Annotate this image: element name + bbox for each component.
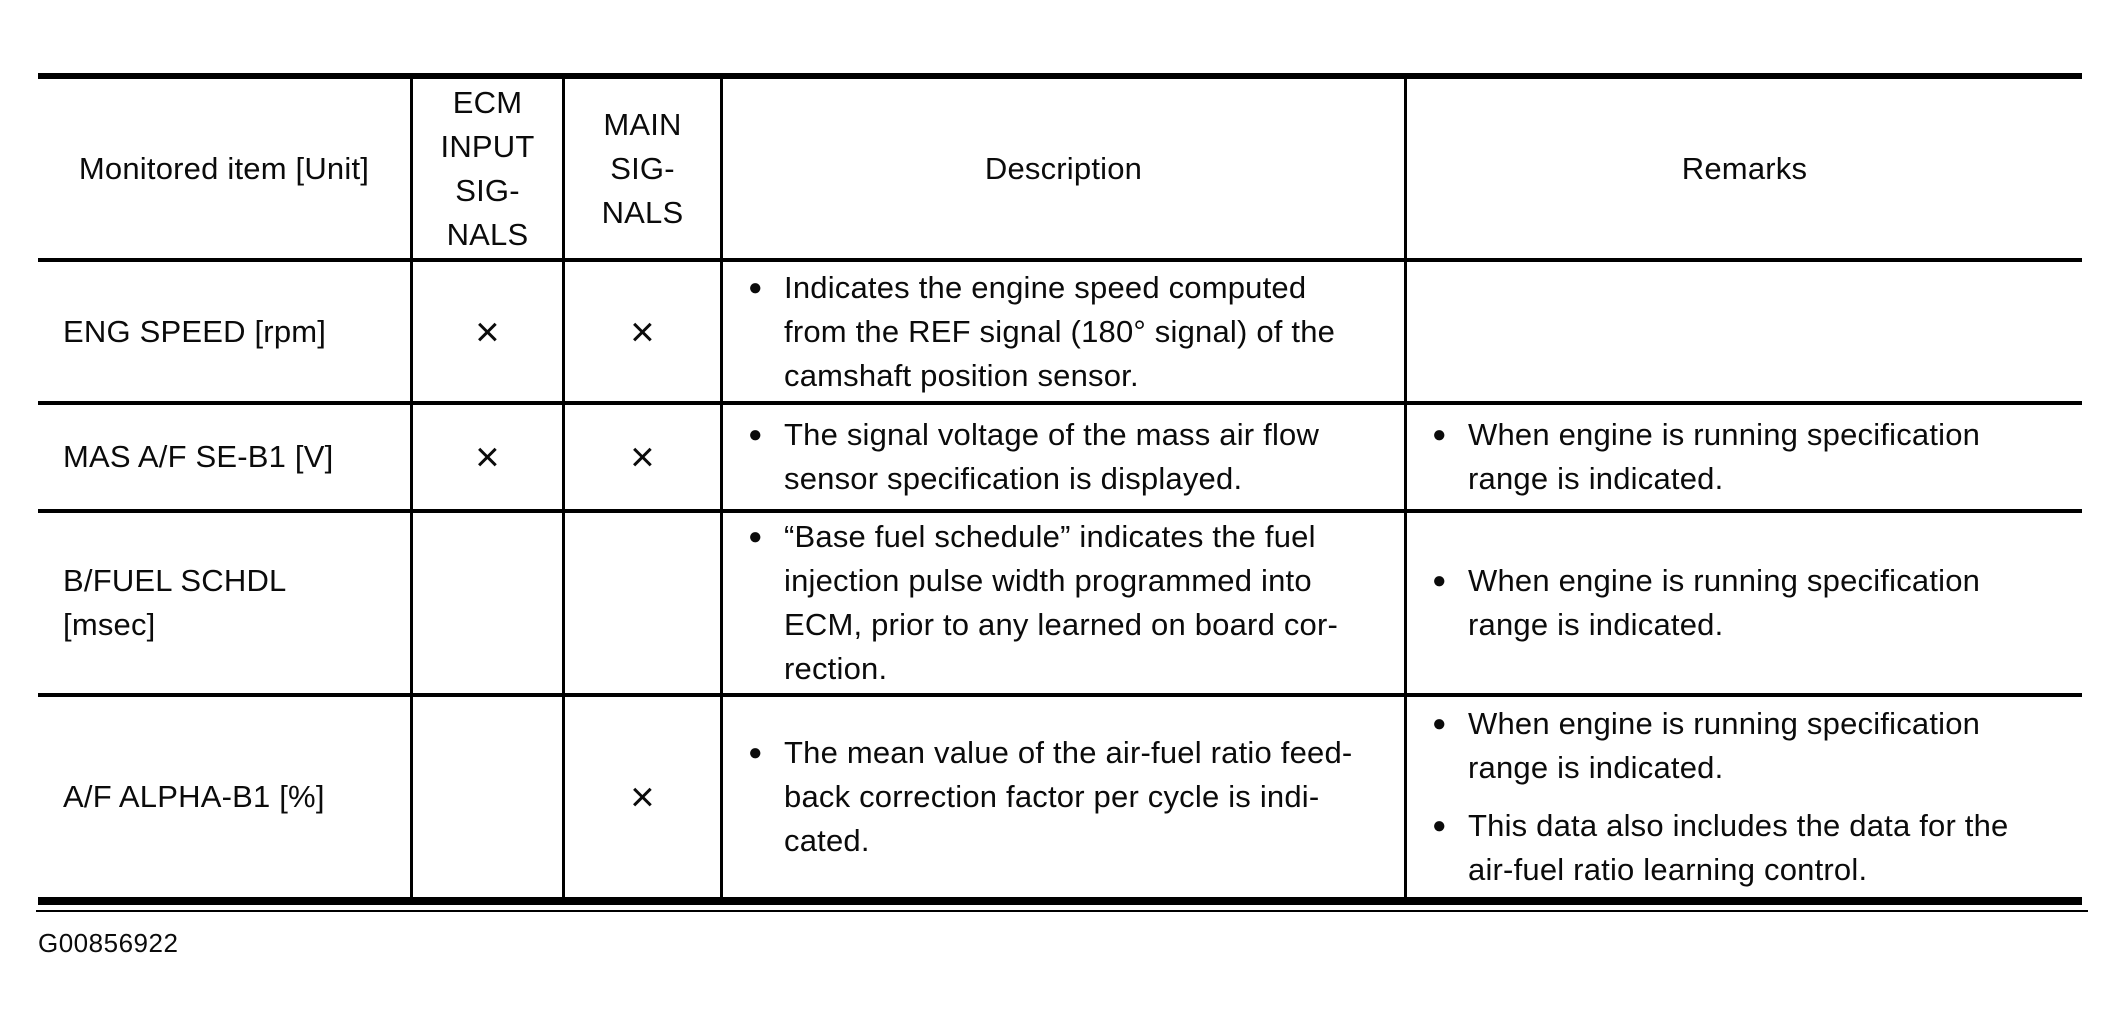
ecm-input-mark: × — [410, 262, 562, 405]
bullet-icon: ● — [1432, 812, 1447, 839]
bullet-icon: ● — [748, 739, 763, 766]
row-item-label: A/F ALPHA-B1 [%] — [63, 779, 325, 814]
remarks-cell: ● When engine is running specification r… — [1404, 405, 2082, 513]
remark-text: This data also includes the data for the… — [1468, 808, 2009, 887]
bullet-icon: ● — [1432, 567, 1447, 594]
remark-text: When engine is running specification ran… — [1468, 563, 1981, 642]
remark-bullet: ● When engine is running specification r… — [1432, 702, 2074, 790]
ecm-input-mark: × — [410, 405, 562, 513]
bullet-icon: ● — [748, 421, 763, 448]
description-cell: ● “Base fuel schedule” indicates the fue… — [720, 513, 1404, 697]
header-main-signals: MAIN SIG- NALS — [562, 79, 720, 262]
description-text: “Base fuel schedule” indicates the fuel … — [784, 519, 1339, 686]
monitored-item-table: Monitored item [Unit] ECM INPUT SIG- NAL… — [38, 73, 2082, 905]
description-text: Indicates the engine speed computed from… — [784, 269, 1336, 393]
remark-text: When engine is running specification ran… — [1468, 417, 1981, 496]
description-cell: ● The signal voltage of the mass air flo… — [720, 405, 1404, 513]
header-remarks: Remarks — [1404, 79, 2082, 262]
description-cell: ● Indicates the engine speed computed fr… — [720, 262, 1404, 405]
table-bottom-thin-rule — [36, 910, 2088, 912]
description-bullet: ● Indicates the engine speed computed fr… — [748, 266, 1396, 398]
remark-text: When engine is running specification ran… — [1468, 706, 1981, 785]
remark-bullet: ● When engine is running specification r… — [1432, 559, 2074, 647]
bullet-icon: ● — [748, 273, 763, 301]
bullet-icon: ● — [1432, 421, 1447, 448]
description-bullet: ● The signal voltage of the mass air flo… — [748, 413, 1396, 501]
remark-bullet: ● When engine is running specification r… — [1432, 413, 2074, 501]
description-bullet: ● “Base fuel schedule” indicates the fue… — [748, 515, 1396, 691]
description-cell: ● The mean value of the air-fuel ratio f… — [720, 697, 1404, 897]
main-signals-mark: × — [562, 262, 720, 405]
bullet-icon: ● — [748, 523, 763, 550]
ecm-input-mark — [410, 697, 562, 897]
figure-id: G00856922 — [38, 928, 179, 958]
row-item-label: B/FUEL SCHDL [msec] — [38, 513, 410, 697]
description-text: The mean value of the air-fuel ratio fee… — [784, 735, 1353, 858]
remarks-cell: ● When engine is running specification r… — [1404, 513, 2082, 697]
description-text: The signal voltage of the mass air flow … — [784, 417, 1320, 496]
header-ecm-input-signals: ECM INPUT SIG- NALS — [410, 79, 562, 262]
main-signals-mark — [562, 513, 720, 697]
header-description: Description — [720, 79, 1404, 262]
main-signals-mark: × — [562, 405, 720, 513]
row-item-label: MAS A/F SE-B1 [V] — [38, 405, 410, 513]
description-bullet: ● The mean value of the air-fuel ratio f… — [748, 731, 1396, 863]
remarks-cell-empty — [1404, 262, 2082, 405]
remarks-cell: ● When engine is running specification r… — [1404, 697, 2082, 897]
ecm-input-mark — [410, 513, 562, 697]
header-monitored-item: Monitored item [Unit] — [38, 79, 410, 262]
bullet-icon: ● — [1432, 710, 1447, 737]
main-signals-mark: × — [562, 697, 720, 897]
remark-bullet: ● This data also includes the data for t… — [1432, 804, 2074, 892]
row-item-label: ENG SPEED [rpm] — [38, 262, 410, 405]
